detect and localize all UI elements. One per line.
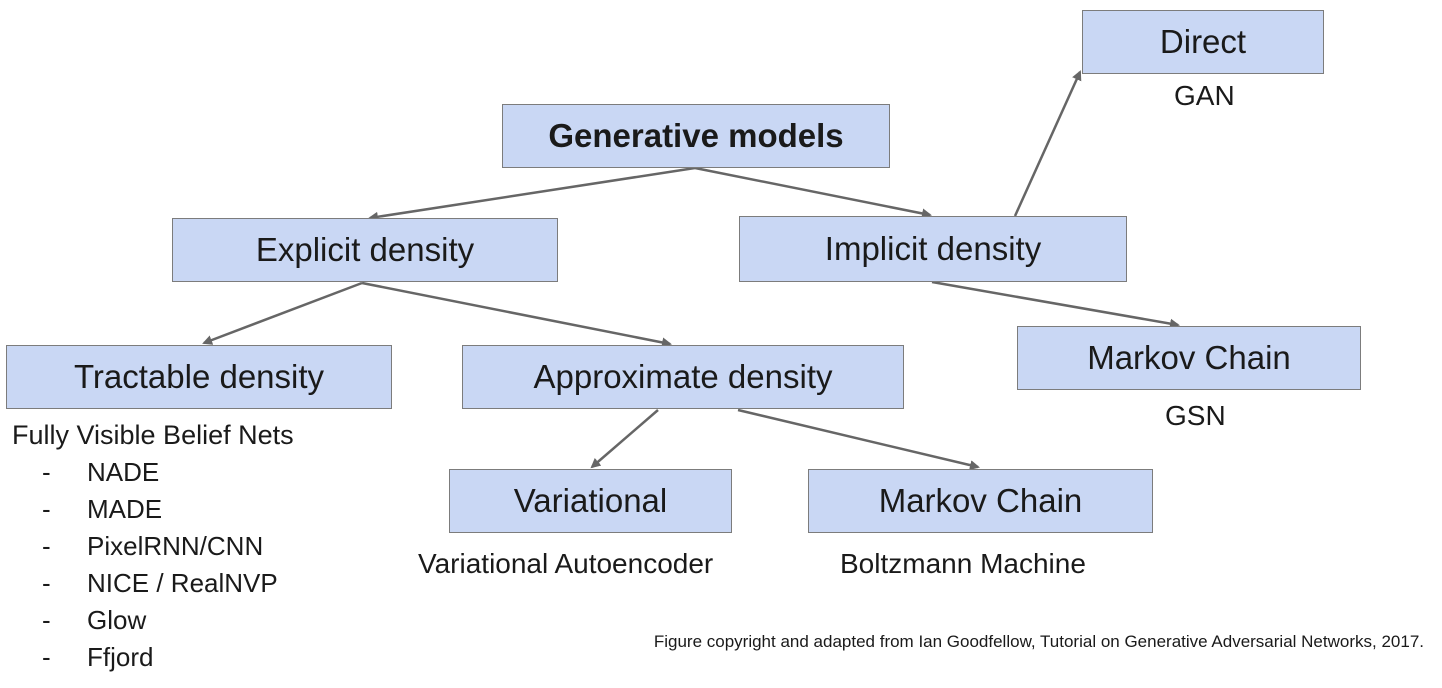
node-implicit-density: Implicit density	[739, 216, 1127, 282]
node-generative-models: Generative models	[502, 104, 890, 168]
list-item: - NADE	[12, 454, 294, 491]
node-markov-chain-approx: Markov Chain	[808, 469, 1153, 533]
arrow-implicit-to-markov	[931, 280, 1180, 329]
list-item-label: MADE	[87, 494, 163, 524]
arrow-explicit-to-approximate	[361, 281, 672, 348]
list-item-label: NADE	[87, 457, 160, 487]
arrow-generative-to-explicit	[368, 166, 696, 222]
label-boltzmann-machine: Boltzmann Machine	[840, 548, 1086, 579]
list-bullet: -	[42, 642, 51, 672]
list-item: - Glow	[12, 602, 294, 639]
node-direct: Direct	[1082, 10, 1324, 74]
arrow-explicit-to-tractable	[202, 281, 363, 345]
figure-caption: Figure copyright and adapted from Ian Go…	[653, 632, 1424, 651]
list-item: - PixelRNN/CNN	[12, 528, 294, 565]
list-bullet: -	[42, 531, 51, 561]
label-gsn: GSN	[1165, 400, 1226, 431]
arrow-generative-to-implicit	[694, 166, 932, 219]
node-variational: Variational	[449, 469, 732, 533]
list-bullet: -	[42, 494, 51, 524]
node-tractable-density: Tractable density	[6, 345, 392, 409]
list-title: Fully Visible Belief Nets	[12, 420, 294, 450]
list-item: - MADE	[12, 491, 294, 528]
list-bullet: -	[42, 568, 51, 598]
arrow-approximate-to-markov	[737, 408, 980, 471]
label-gan: GAN	[1174, 80, 1235, 111]
list-bullet: -	[42, 605, 51, 635]
list-item-label: NICE / RealNVP	[87, 568, 278, 598]
label-variational-autoencoder: Variational Autoencoder	[418, 548, 714, 579]
arrow-implicit-to-direct	[1013, 70, 1082, 217]
list-items: - NADE - MADE - PixelRNN/CNN - NICE / RealNV…	[12, 454, 294, 676]
list-bullet: -	[42, 457, 51, 487]
list-item-label: Ffjord	[87, 642, 154, 672]
list-item-label: Glow	[87, 605, 147, 635]
arrow-approximate-to-variational	[590, 409, 659, 469]
tractable-model-list: Fully Visible Belief Nets - NADE - MADE - P…	[12, 420, 294, 676]
list-item: - NICE / RealNVP	[12, 565, 294, 602]
list-item-label: PixelRNN/CNN	[87, 531, 264, 561]
list-item: - Ffjord	[12, 639, 294, 676]
node-markov-chain-implicit: Markov Chain	[1017, 326, 1361, 390]
node-explicit-density: Explicit density	[172, 218, 558, 282]
node-approximate-density: Approximate density	[462, 345, 904, 409]
